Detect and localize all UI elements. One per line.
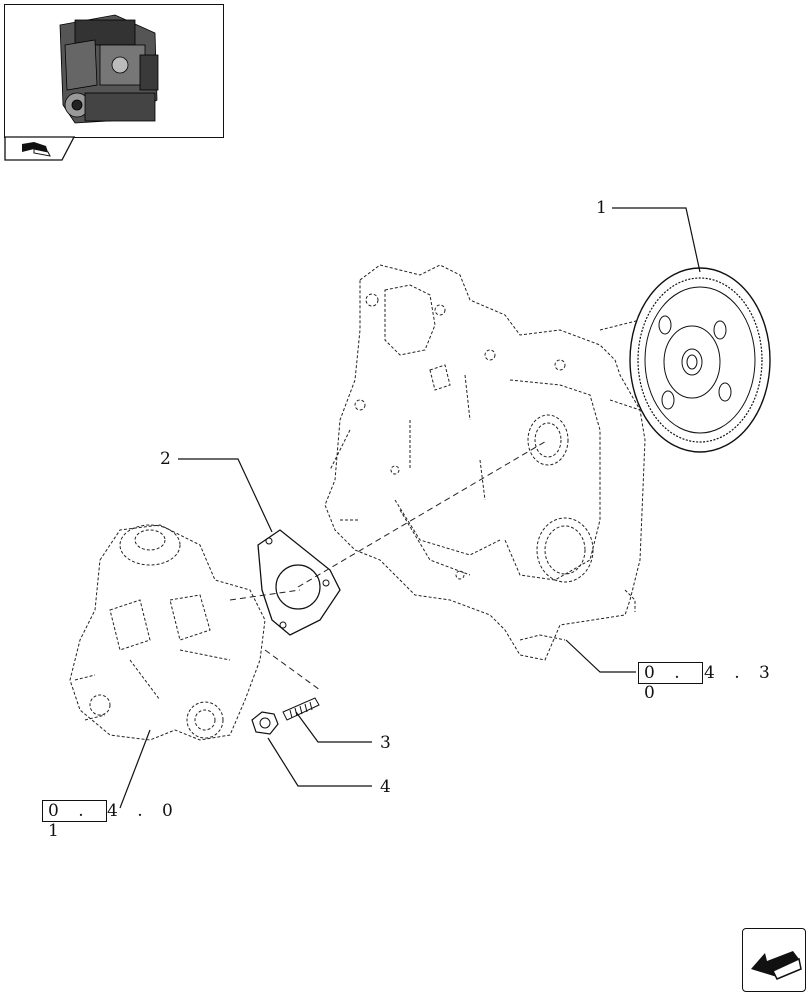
engine-thumbnail-icon — [59, 14, 159, 124]
fuel-injection-pump — [69, 524, 266, 741]
section-tab — [4, 136, 76, 161]
reference-link-injection-pump[interactable]: 0 . 1 — [42, 800, 107, 841]
reference-link-injection-pump-suffix: 4 . 0 — [107, 801, 180, 821]
injection-pump-gear — [629, 267, 771, 453]
reference-link-timing-case-suffix: 4 . 3 — [704, 663, 777, 683]
back-arrow-icon — [751, 951, 802, 980]
callout-1: 1 — [596, 198, 607, 218]
alignment-lines — [229, 439, 549, 691]
callout-2: 2 — [160, 449, 171, 469]
pump-gasket — [257, 529, 341, 636]
callout-3: 3 — [380, 733, 391, 753]
reference-link-timing-case[interactable]: 0 . 0 — [638, 662, 703, 703]
hex-nut — [251, 711, 279, 735]
timing-case-housing — [324, 264, 646, 661]
leader-lines — [119, 207, 701, 809]
open-book-icon — [22, 142, 51, 157]
back-navigation-button[interactable] — [742, 928, 806, 992]
stud-bolt — [282, 697, 320, 721]
engine-thumbnail — [4, 4, 224, 138]
callout-4: 4 — [380, 777, 391, 797]
